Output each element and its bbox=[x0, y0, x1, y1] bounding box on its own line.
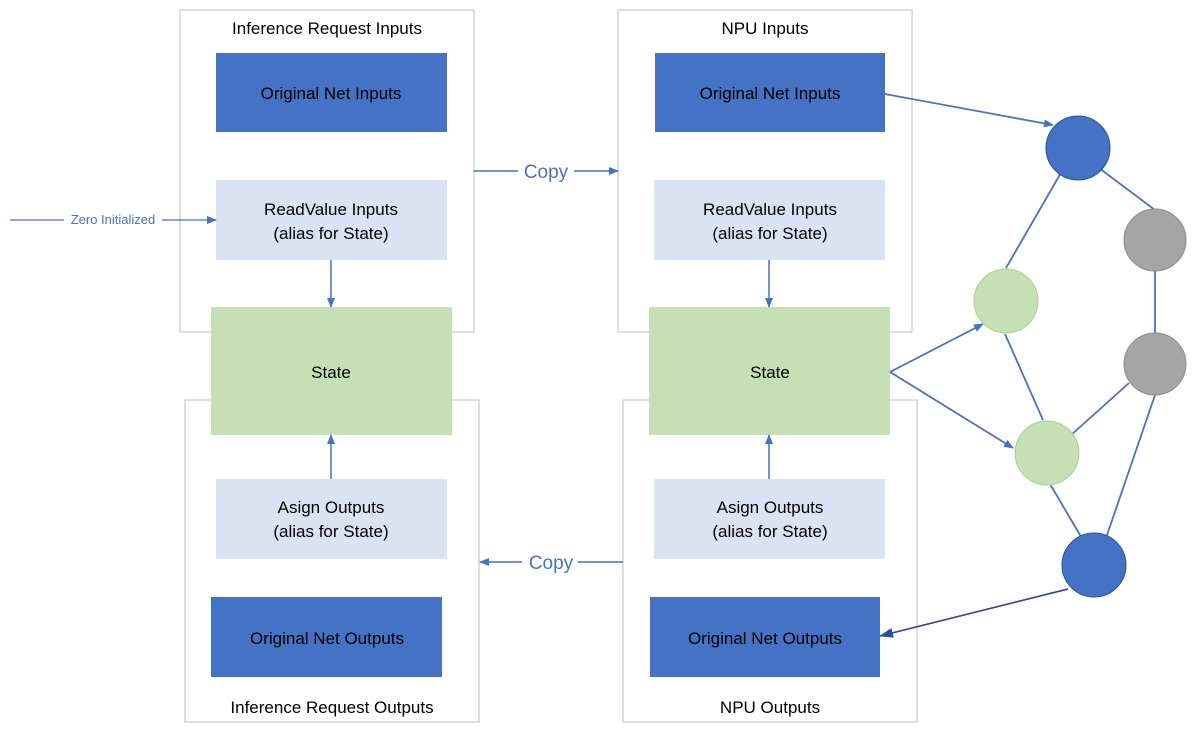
npu-readvalue-label-line1: ReadValue Inputs bbox=[703, 200, 837, 219]
npu-inputs-to-graph-arrow bbox=[884, 93, 1054, 128]
ir-assign-label-line2: (alias for State) bbox=[273, 522, 388, 541]
graph-node-blue-top bbox=[1045, 115, 1111, 181]
edge-n4-n5 bbox=[1069, 382, 1130, 437]
edge-n5-n6 bbox=[1049, 483, 1084, 541]
npu-assign-label-line1: Asign Outputs bbox=[717, 498, 824, 517]
ir-readvalue-inputs-box bbox=[216, 180, 447, 260]
edge-n1-n3 bbox=[1005, 170, 1063, 269]
npu-outputs-title: NPU Outputs bbox=[720, 698, 820, 717]
npu-inputs-title: NPU Inputs bbox=[722, 19, 809, 38]
ir-original-net-inputs-label: Original Net Inputs bbox=[261, 84, 402, 103]
npu-assign-outputs-box bbox=[654, 479, 885, 559]
npu-original-net-inputs-label: Original Net Inputs bbox=[700, 84, 841, 103]
npu-state-box bbox=[649, 307, 890, 435]
npu-readvalue-label-line2: (alias for State) bbox=[712, 224, 827, 243]
graph-to-npu-outputs-arrow bbox=[879, 588, 1069, 638]
copy-outputs-label: Copy bbox=[529, 553, 574, 574]
graph-node-blue-bottom bbox=[1061, 532, 1127, 598]
ir-readvalue-label-line2: (alias for State) bbox=[273, 224, 388, 243]
ir-state-label: State bbox=[311, 363, 351, 382]
npu-state-to-green-node-bottom-arrow bbox=[889, 371, 1014, 449]
graph-node-green-bottom bbox=[1014, 420, 1080, 486]
npu-readvalue-inputs-box bbox=[654, 180, 885, 260]
copy-inputs-label: Copy bbox=[524, 162, 569, 183]
npu-state-to-green-node-top-arrow bbox=[889, 323, 984, 373]
graph-edges bbox=[1004, 167, 1156, 541]
edge-n4-n6 bbox=[1105, 394, 1156, 539]
edge-n3-n5 bbox=[1004, 333, 1044, 421]
ir-original-net-inputs-box bbox=[216, 53, 447, 132]
ir-assign-outputs-box bbox=[216, 479, 447, 559]
ir-readvalue-label-line1: ReadValue Inputs bbox=[264, 200, 398, 219]
graph-node-gray-top bbox=[1123, 208, 1187, 272]
ir-outputs-title: Inference Request Outputs bbox=[230, 698, 433, 717]
zero-initialized-label: Zero Initialized bbox=[71, 212, 156, 227]
edge-n1-n2 bbox=[1098, 167, 1156, 211]
npu-original-net-inputs-box bbox=[655, 53, 885, 132]
ir-original-net-outputs-label: Original Net Outputs bbox=[250, 629, 404, 648]
npu-original-net-outputs-box bbox=[650, 597, 880, 677]
graph-node-green-top bbox=[973, 268, 1039, 334]
npu-assign-label-line2: (alias for State) bbox=[712, 522, 827, 541]
ir-inputs-title: Inference Request Inputs bbox=[232, 19, 422, 38]
npu-original-net-outputs-label: Original Net Outputs bbox=[688, 629, 842, 648]
npu-state-label: State bbox=[750, 363, 790, 382]
graph-node-gray-bottom bbox=[1123, 332, 1187, 396]
ir-assign-label-line1: Asign Outputs bbox=[278, 498, 385, 517]
ir-original-net-outputs-box bbox=[211, 597, 442, 677]
ir-state-box bbox=[211, 307, 452, 435]
